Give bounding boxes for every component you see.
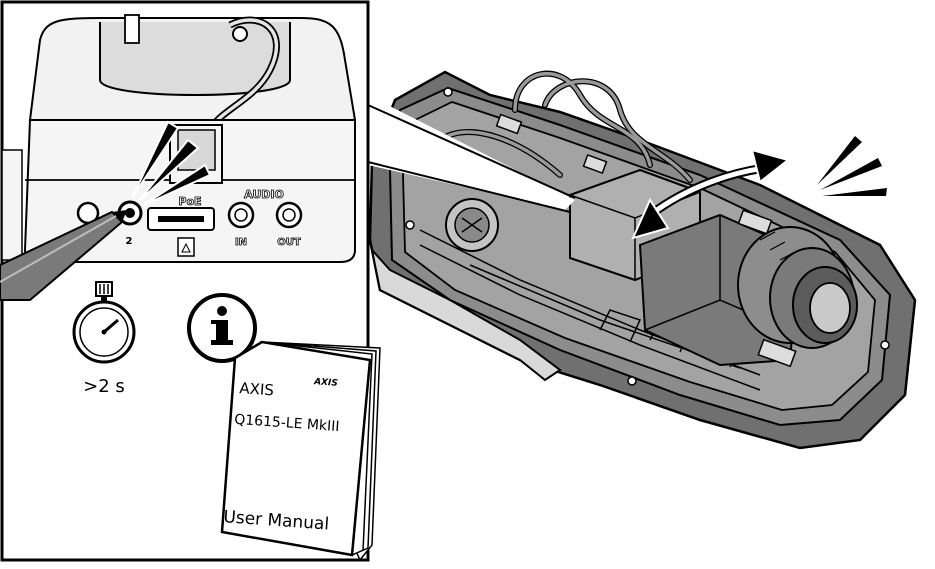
poe-label: PoE xyxy=(178,195,201,208)
inset-panel: 2 PoE AUDIO IN OUT xyxy=(0,0,381,562)
round-connector xyxy=(445,198,499,252)
manual-title-line2: Q1615-LE MkIII xyxy=(234,412,340,435)
audio-in-jack xyxy=(227,201,255,229)
pointer-tool xyxy=(0,210,127,301)
info-icon xyxy=(187,293,257,363)
cables-fill xyxy=(438,71,692,182)
audio-in-label: IN xyxy=(235,237,247,248)
shake-burst-icon xyxy=(817,136,887,196)
audio-out-jack xyxy=(275,201,303,229)
manual-brand-logo: AXIS xyxy=(313,377,338,389)
bidirectional-arrow-icon xyxy=(631,148,791,240)
lens xyxy=(737,226,858,349)
user-manual: AXIS AXIS Q1615-LE MkIII User Manual xyxy=(220,340,381,562)
housing-underside xyxy=(370,246,562,382)
button-number-label: 2 xyxy=(126,236,133,247)
manual-title-line1: AXIS xyxy=(239,379,275,399)
sd-card-slot xyxy=(147,207,215,257)
audio-label: AUDIO xyxy=(244,188,284,201)
timer-label: >2 s xyxy=(83,376,125,397)
audio-out-label: OUT xyxy=(277,237,301,248)
stopwatch-icon xyxy=(72,281,136,364)
pcb-connectors xyxy=(495,113,797,368)
camera-housing xyxy=(367,70,917,450)
press-burst-icon xyxy=(131,120,212,207)
